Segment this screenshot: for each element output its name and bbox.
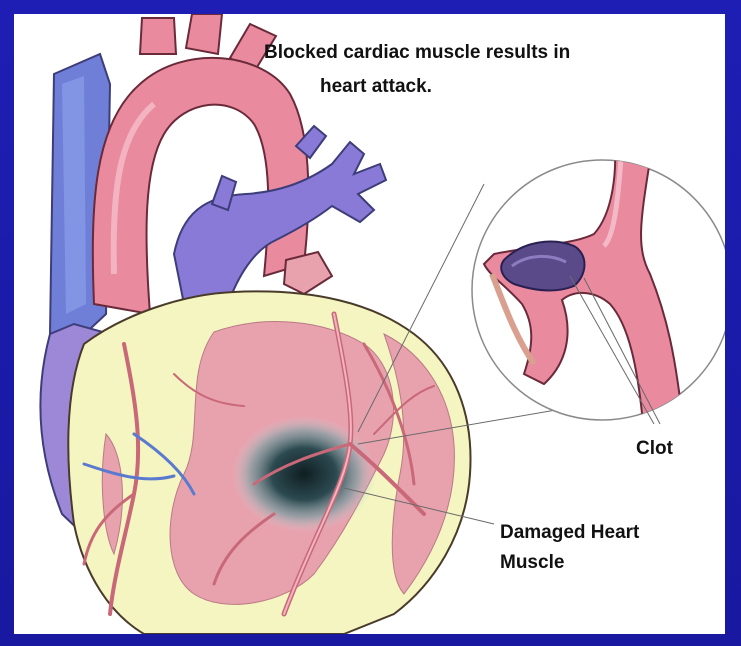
illustration-panel: Blocked cardiac muscle results in heart … [14, 14, 725, 634]
damaged-area [232, 416, 376, 532]
damaged-muscle-label: Muscle [500, 552, 564, 574]
aorta-branch-2 [186, 14, 222, 54]
title-line-1: Blocked cardiac muscle results in [264, 42, 570, 64]
aorta-branch-1 [140, 18, 176, 54]
title-line-2: heart attack. [320, 76, 432, 98]
clot-label: Clot [636, 438, 673, 460]
damaged-heart-label: Damaged Heart [500, 522, 639, 544]
